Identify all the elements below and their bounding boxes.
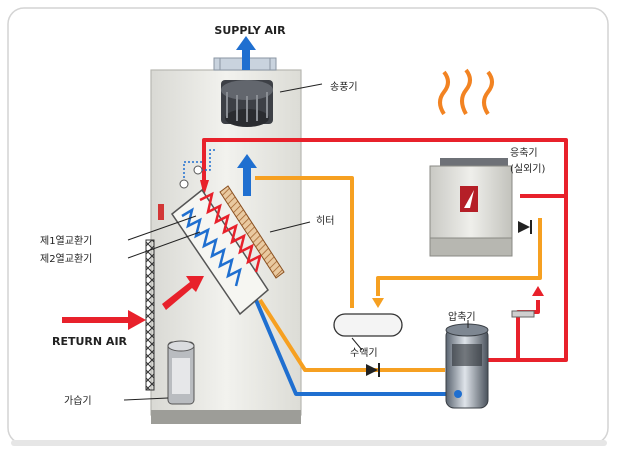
return-air-label: RETURN AIR [52, 335, 128, 348]
compressor [445, 323, 489, 409]
check-valve-right [518, 220, 532, 234]
airflow-diagonal-arrow [162, 276, 204, 310]
receiver-label: 수액기 [350, 347, 378, 359]
liquid-arrow [372, 298, 384, 308]
receiver-tank [333, 313, 403, 337]
bypass-dotted-line [183, 149, 216, 186]
condenser-label-line2: (실외기) [510, 163, 546, 175]
frame-shadow [11, 440, 607, 446]
heat-waves [438, 68, 494, 116]
airflow-up-arrow [237, 154, 257, 196]
humidifier-label: 가습기 [64, 395, 92, 407]
valve-icon [179, 179, 189, 189]
liquid-line [255, 176, 542, 372]
blower-fan [221, 80, 273, 127]
compressor-label: 압축기 [448, 310, 476, 323]
hx2-label: 제2열교환기 [40, 253, 92, 265]
valve-icon-2 [193, 165, 203, 175]
leader-lines [123, 83, 469, 401]
supply-air-arrow [236, 36, 256, 70]
check-valve-bottom [366, 363, 380, 377]
humidifier [145, 239, 195, 405]
condenser-unit [429, 158, 513, 257]
return-air-arrow [62, 310, 146, 330]
heat-exchanger-assembly [170, 188, 269, 316]
discharge-arrow [532, 286, 544, 296]
hx1-label: 제1열교환기 [40, 235, 92, 247]
suction-line [254, 299, 458, 396]
expansion-valve [511, 310, 535, 318]
sensor-icon [158, 204, 164, 220]
heater-label: 히터 [316, 215, 334, 227]
hot-gas-arrow [200, 180, 209, 196]
heater [219, 185, 285, 279]
blower-label: 송풍기 [330, 81, 358, 93]
supply-air-label: SUPPLY AIR [214, 24, 286, 37]
condenser-label-line1: 응축기 [510, 147, 538, 159]
